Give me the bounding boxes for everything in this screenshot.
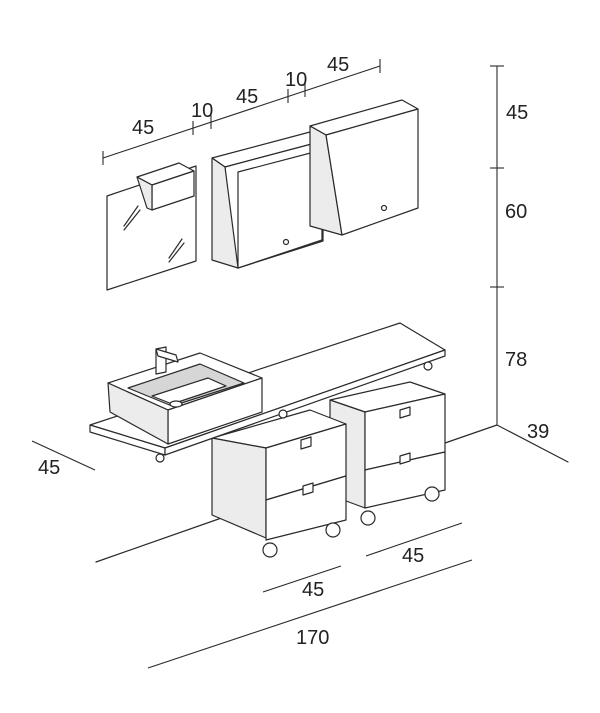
- dim-label-wall-cabinet-1-width: 45: [236, 86, 258, 108]
- sink: [107, 352, 263, 445]
- height-dimension-line: [490, 65, 504, 425]
- wall-cabinet-1: [211, 131, 324, 269]
- support-foot: [155, 453, 165, 463]
- faucet: [155, 346, 179, 375]
- dim-label-drawer-unit-2-width: 45: [402, 545, 424, 567]
- drawer-handle: [300, 436, 312, 450]
- dim-label-gap-2: 10: [285, 69, 307, 91]
- caster-wheel: [262, 542, 278, 558]
- cabinet-knob-2: [380, 204, 388, 212]
- support-foot: [278, 409, 288, 419]
- dim-label-drawer-unit-1-width: 45: [302, 579, 324, 601]
- dim-label-wall-cabinet-2-width: 45: [327, 54, 349, 76]
- mirror-light: [136, 162, 195, 211]
- dim-label-depth: 39: [527, 421, 549, 443]
- drain: [169, 400, 183, 408]
- dim-label-top-depth: 45: [38, 457, 60, 479]
- dim-label-wall-unit-height: 45: [506, 102, 528, 124]
- drawer-handle: [302, 482, 314, 496]
- drawer-unit-1: [211, 409, 347, 558]
- cabinet-knob-1: [282, 238, 290, 246]
- support-foot: [423, 361, 433, 371]
- top-depth-dimension-line: [31, 440, 96, 471]
- drawer-handle: [399, 452, 411, 465]
- total-width-dimension-line: [147, 559, 473, 669]
- dim-label-floor-height: 78: [505, 349, 527, 371]
- dim-label-gap-height: 60: [505, 201, 527, 223]
- caster-wheel: [325, 522, 341, 538]
- width-dimension-line: [102, 59, 381, 165]
- drawer-unit-2: [329, 381, 446, 526]
- drawer-unit-2-dimension-line: [365, 522, 463, 557]
- drawer-unit-1-dimension-line: [262, 565, 342, 593]
- drawer-handle: [399, 406, 411, 419]
- caster-wheel: [360, 510, 376, 526]
- dim-label-gap-1: 10: [191, 100, 213, 122]
- dim-label-mirror-width: 45: [132, 117, 154, 139]
- caster-wheel: [424, 486, 440, 502]
- floor-lines: [95, 424, 569, 563]
- dim-label-total-width: 170: [296, 627, 329, 649]
- wall-cabinet-2: [309, 99, 419, 236]
